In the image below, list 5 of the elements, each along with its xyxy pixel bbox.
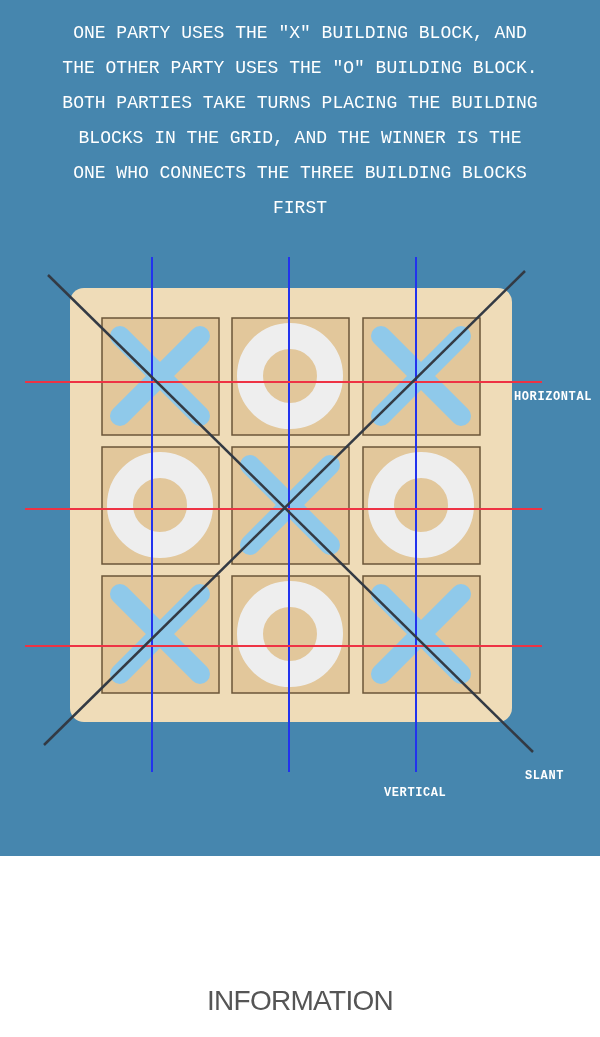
line-label: HORIZONTAL (514, 389, 592, 406)
instruction-text: ONE PARTY USES THE ″X″ BUILDING BLOCK, AND THE OTHER PARTY USES THE ″O″ BUILDING BLOCK. BOTH PARTIES TAKE TURNS PLACING THE BUILDING BLOCKS IN THE GRID, AND THE WINNER IS THE ONE WHO CONNECTS THE THREE BUILDING BLOCKS FIRST (61, 22, 539, 220)
section-heading: INFORMATION (205, 984, 395, 1018)
line-label: VERTICAL (384, 785, 447, 802)
line-label: SLANT (525, 768, 564, 785)
